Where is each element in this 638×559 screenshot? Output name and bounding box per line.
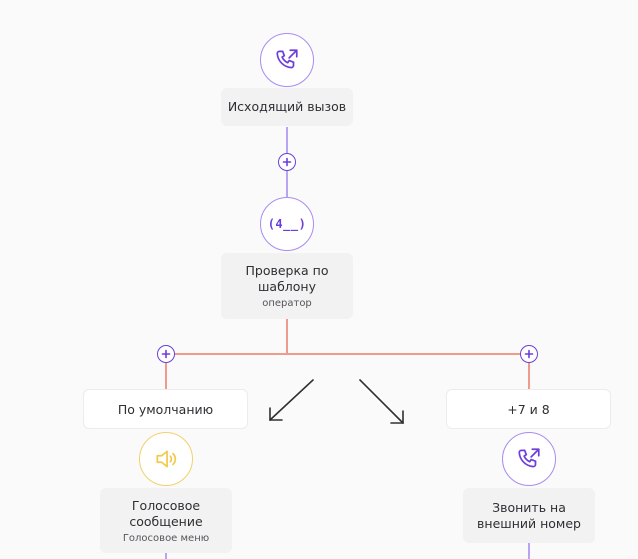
plus-icon bbox=[161, 349, 171, 359]
plus-icon bbox=[524, 349, 534, 359]
external-call-icon-circle[interactable] bbox=[502, 432, 556, 486]
add-branch-left-button[interactable] bbox=[157, 345, 175, 363]
add-step-button[interactable] bbox=[278, 153, 296, 171]
phone-outgoing-icon bbox=[276, 49, 298, 69]
check-node-icon-circle[interactable]: (4__) bbox=[260, 197, 314, 251]
branch-label-default[interactable]: По умолчанию bbox=[83, 389, 248, 429]
voice-message-icon-circle[interactable] bbox=[139, 432, 193, 486]
external-call-card[interactable]: Звонить на внешний номер bbox=[463, 488, 595, 543]
arrow-down-left-icon bbox=[269, 379, 314, 421]
add-branch-right-button[interactable] bbox=[520, 345, 538, 363]
speaker-icon bbox=[156, 450, 177, 468]
start-node-label: Исходящий вызов bbox=[227, 99, 347, 114]
branch-label-text: +7 и 8 bbox=[507, 401, 550, 417]
check-node-subtitle: оператор bbox=[262, 298, 312, 309]
voice-message-title: Голосовое сообщение bbox=[129, 497, 203, 529]
plus-icon bbox=[282, 157, 292, 167]
voice-message-subtitle: Голосовое меню bbox=[122, 532, 210, 544]
start-node-card[interactable]: Исходящий вызов bbox=[221, 88, 353, 126]
check-node-card[interactable]: Проверка по шаблону оператор bbox=[221, 253, 353, 319]
start-node-icon-circle[interactable] bbox=[260, 33, 314, 87]
voice-message-card[interactable]: Голосовое сообщение Голосовое меню bbox=[100, 488, 232, 553]
external-call-title: Звонить на внешний номер bbox=[477, 499, 581, 531]
phone-outgoing-icon bbox=[518, 448, 540, 468]
branch-label-text: По умолчанию bbox=[117, 401, 214, 417]
check-node-title: Проверка по шаблону bbox=[245, 263, 329, 294]
branch-label-prefix[interactable]: +7 и 8 bbox=[446, 389, 611, 429]
template-pattern-icon: (4__) bbox=[267, 217, 307, 231]
arrow-down-right-icon bbox=[359, 379, 404, 424]
